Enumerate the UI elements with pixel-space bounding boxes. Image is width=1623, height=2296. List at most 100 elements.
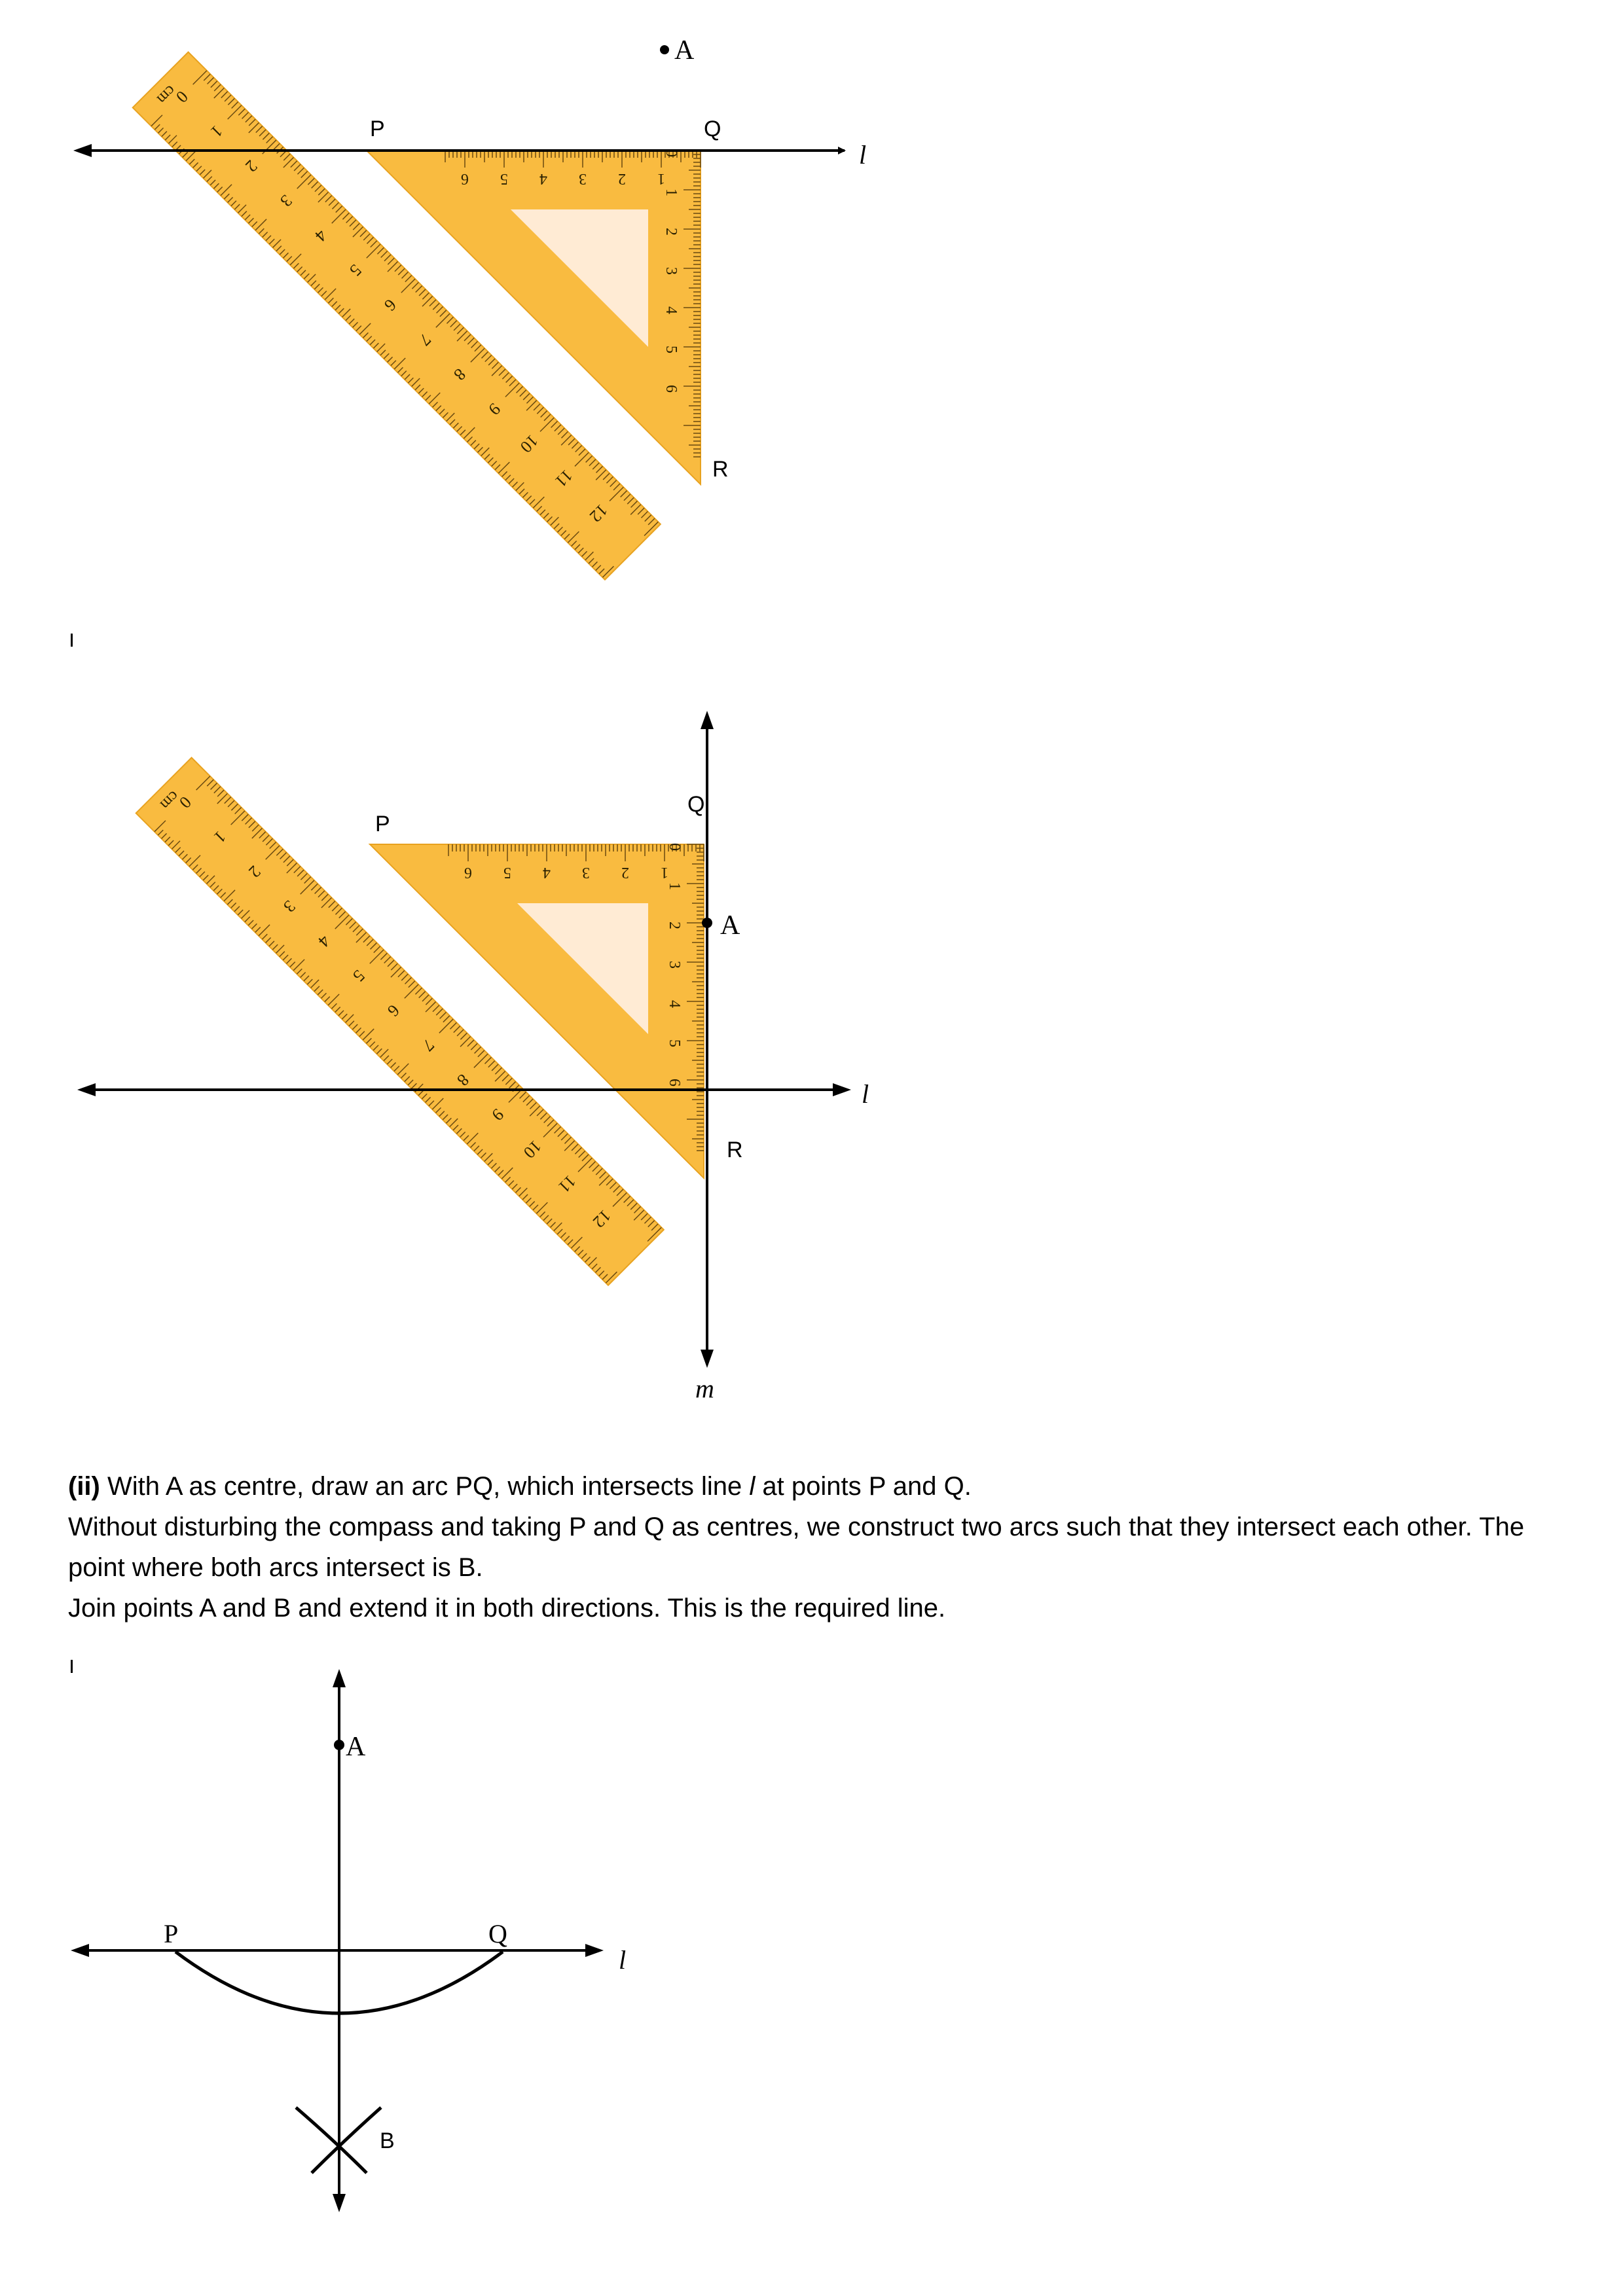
ruler-tick <box>324 288 337 300</box>
ruler-tick <box>595 565 602 571</box>
ruler-tick <box>390 967 402 978</box>
ruler-tick <box>393 1066 400 1072</box>
ruler-tick <box>307 274 316 283</box>
ruler-tick <box>501 1074 509 1082</box>
ruler-tick <box>529 1201 536 1207</box>
ruler-tick <box>616 1189 624 1196</box>
ruler-tick <box>484 454 490 460</box>
ruler-tick <box>553 1222 562 1232</box>
ruler-tick <box>491 361 499 369</box>
square-tick-label: 5 <box>666 1039 683 1047</box>
ruler-tick <box>268 941 275 947</box>
label-p: P <box>375 812 390 836</box>
ruler-tick <box>373 1045 379 1051</box>
ruler-tick <box>293 262 299 269</box>
ruler-tick <box>644 521 659 537</box>
ruler-tick <box>613 1185 621 1193</box>
ruler-tick <box>446 316 454 324</box>
ruler-tick <box>411 378 420 387</box>
ruler-tick <box>505 376 513 383</box>
ruler-tick <box>310 979 319 988</box>
ruler-tick <box>217 789 225 797</box>
set-square-window <box>511 209 648 347</box>
ruler-tick <box>405 977 412 984</box>
square-tick-label: 4 <box>539 170 547 187</box>
ruler-tick <box>241 814 249 821</box>
ruler-tick <box>647 1227 662 1242</box>
ruler-tick <box>529 1102 537 1109</box>
ruler-tick <box>283 156 294 168</box>
ruler-tick <box>206 176 213 183</box>
ruler-tick <box>338 308 344 314</box>
square-tick-label: 1 <box>666 882 683 890</box>
ruler-tick <box>602 565 614 578</box>
ruler-tick <box>574 1147 582 1155</box>
ruler-tick <box>456 1029 464 1037</box>
ruler-tick <box>591 561 598 567</box>
arc-from-p <box>295 2106 368 2174</box>
ruler-tick <box>286 958 292 964</box>
ruler-tick <box>467 1039 475 1047</box>
ruler-tick <box>216 888 223 895</box>
ruler-tick <box>442 1114 448 1121</box>
ruler-tick <box>386 1058 393 1065</box>
ruler-tick <box>335 907 342 915</box>
ruler-tick <box>623 1196 631 1203</box>
ruler-tick <box>401 973 409 981</box>
ruler-tick <box>410 1083 417 1089</box>
ruler-tick <box>411 281 419 289</box>
ruler-tick <box>415 285 423 293</box>
label-p: P <box>164 1919 178 1948</box>
ruler-tick <box>231 101 239 109</box>
line-m-top-arrow <box>701 711 714 729</box>
ruler-tick <box>363 935 371 943</box>
ruler-tick <box>265 937 272 943</box>
ruler-tick <box>293 959 305 971</box>
ruler-tick <box>401 1072 407 1079</box>
ruler-tick <box>349 219 357 227</box>
ruler-tick <box>512 481 518 488</box>
label-q: Q <box>687 792 704 817</box>
ruler-tick <box>560 530 567 537</box>
ruler-tick <box>505 382 520 397</box>
ruler-tick <box>425 1001 437 1013</box>
ruler-tick <box>345 918 353 925</box>
square-tick-label: 5 <box>663 346 680 353</box>
ruler-tick <box>359 323 371 335</box>
ruler-tick <box>560 431 568 439</box>
ruler-tick <box>380 251 388 259</box>
ruler-tick <box>536 1202 548 1214</box>
square-tick-label: 2 <box>618 170 626 187</box>
ruler-tick <box>289 253 302 266</box>
ruler-tick <box>210 782 217 790</box>
square-tick-label: 3 <box>579 170 587 187</box>
ruler-tick <box>327 994 340 1006</box>
ruler-tick <box>259 129 266 137</box>
ruler-tick <box>196 867 202 874</box>
ruler-tick <box>223 193 230 200</box>
ruler-tick <box>480 1152 486 1158</box>
ruler-tick <box>251 221 258 228</box>
ruler-tick <box>282 954 289 961</box>
ruler-tick <box>477 1149 483 1155</box>
ruler-tick <box>238 108 246 116</box>
ruler-tick <box>255 219 267 231</box>
ruler-tick <box>432 1005 440 1013</box>
ruler-tick <box>234 906 240 912</box>
ruler-tick <box>230 902 237 908</box>
ruler-tick <box>248 821 256 829</box>
ruler-tick <box>536 406 544 414</box>
ruler-tick <box>627 497 634 505</box>
ruler-tick <box>474 1046 482 1054</box>
ruler <box>135 757 665 1287</box>
ruler-tick <box>449 1118 458 1128</box>
ruler-tick <box>522 393 530 401</box>
ruler-tick <box>345 315 352 321</box>
ruler-tick <box>456 327 464 334</box>
ruler-tick <box>251 923 257 929</box>
label-q: Q <box>704 117 721 141</box>
ruler-tick <box>564 533 570 540</box>
ruler-tick <box>484 1153 493 1162</box>
